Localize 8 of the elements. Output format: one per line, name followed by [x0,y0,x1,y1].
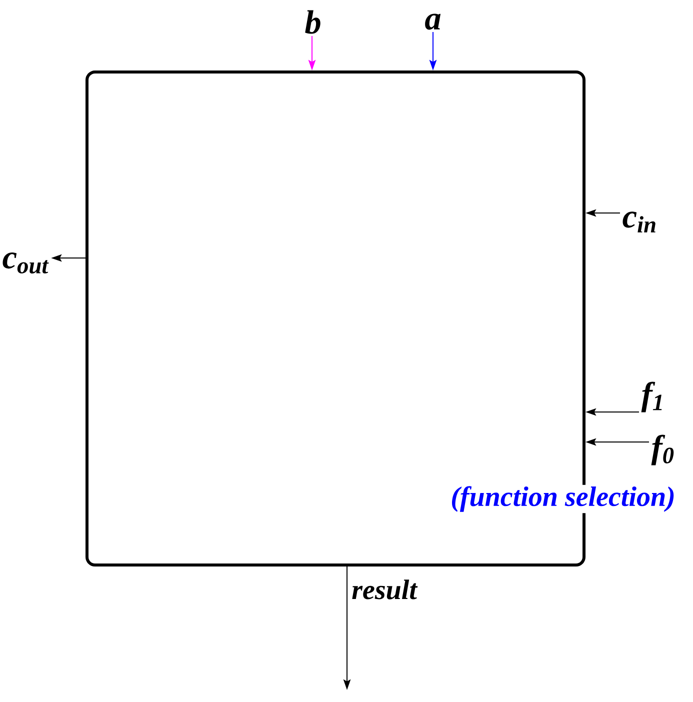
signal-label: f$_{0}$ [651,434,674,466]
signal-label: a [425,14,441,30]
signal-label: c$_{in}$ [622,212,656,232]
edge-label: result [350,578,418,601]
signal-label: c$_{out}$ [2,252,49,274]
signal-label: b [305,10,320,34]
signal-label: f$_{1}$ [641,382,662,412]
note-label: (function selection) [449,484,677,514]
